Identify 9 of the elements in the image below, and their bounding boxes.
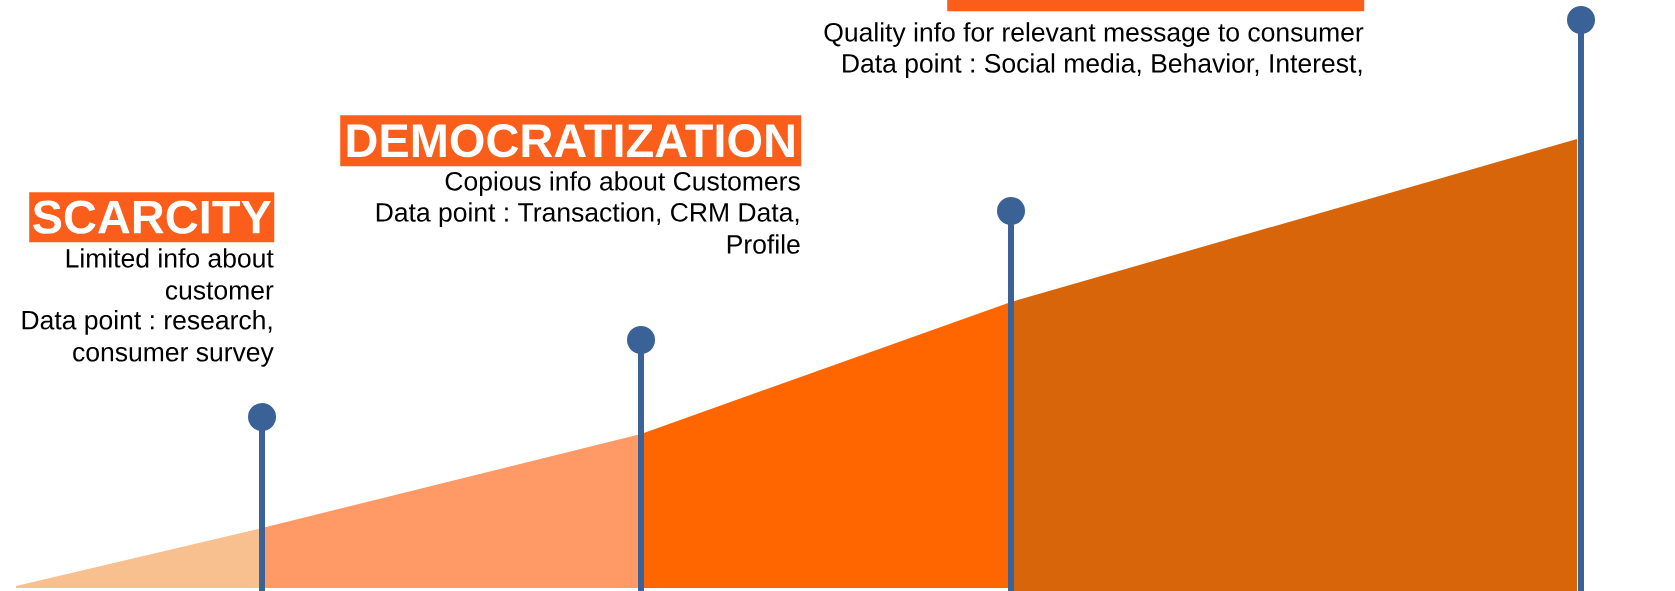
heading-box: DEMOCRATIZATION: [340, 115, 802, 167]
description-text: Copious info about Customers: [445, 171, 800, 196]
heading-box: SCARCITY: [29, 192, 275, 243]
description-text: Data point : Social media, Behavior, Interest,: [843, 53, 1362, 78]
description-text: Data point : Transaction, CRM Data, Profile: [376, 202, 800, 254]
heading-box: [947, 0, 1365, 12]
description-text: Limited info about customer: [66, 248, 274, 300]
description-text: Quality info for relevant message to consumer: [824, 22, 1364, 47]
description-text: Data point : research, consumer survey: [22, 310, 274, 367]
